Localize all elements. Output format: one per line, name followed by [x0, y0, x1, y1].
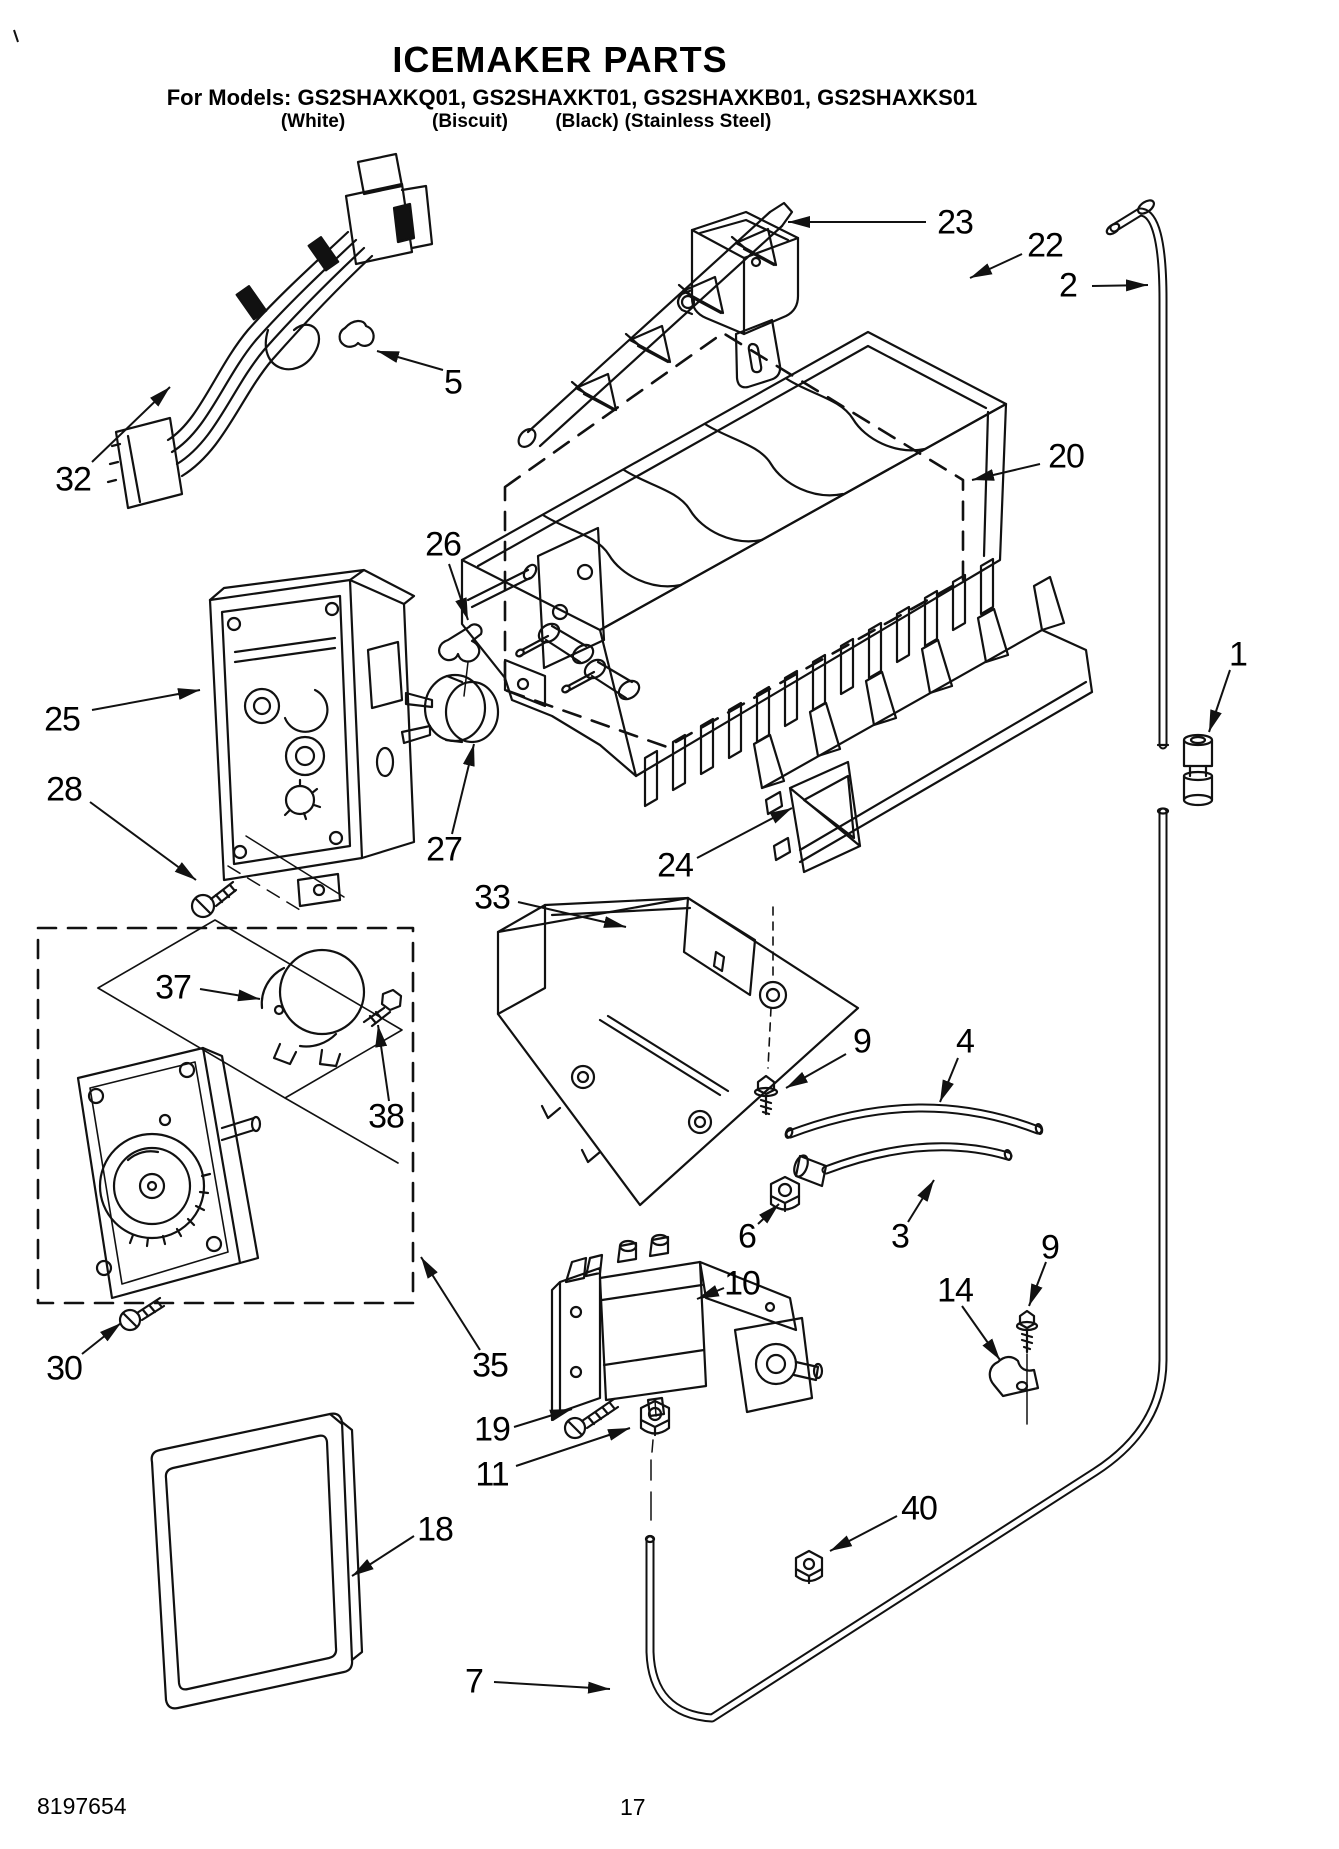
callout-6: 6 — [738, 1217, 757, 1256]
callout-20: 20 — [1048, 437, 1085, 476]
part-32-wiring-harness — [106, 152, 434, 510]
callout-37: 37 — [155, 968, 192, 1007]
part-3-tube — [793, 1142, 1013, 1188]
callout-4: 4 — [956, 1022, 975, 1061]
part-14-clamp — [988, 1355, 1040, 1398]
part-24-stripper — [752, 575, 1094, 874]
page-number: 17 — [620, 1794, 646, 1820]
callout-18: 18 — [417, 1510, 454, 1549]
callout-33: 33 — [474, 878, 511, 917]
part-40-nut — [794, 1549, 824, 1585]
part-27-thermostat — [400, 673, 500, 745]
gearbox-dashed-outline — [36, 926, 415, 1305]
part-37-motor — [260, 948, 366, 1068]
part-35-gearbox — [76, 1046, 262, 1300]
callout-35: 35 — [472, 1346, 509, 1385]
callout-1: 1 — [1229, 635, 1248, 674]
part-25-module — [208, 568, 416, 911]
part-20-ice-mold — [460, 330, 1008, 808]
callout-14: 14 — [937, 1271, 974, 1310]
callout-10: 10 — [724, 1264, 761, 1303]
callout-26: 26 — [425, 525, 462, 564]
callout-24: 24 — [657, 846, 694, 885]
callout-27: 27 — [426, 830, 463, 869]
part-1-coupler — [1182, 733, 1214, 807]
page-title: ICEMAKER PARTS — [392, 39, 728, 80]
part-33-support-plate — [496, 896, 860, 1207]
doc-number: 8197654 — [37, 1793, 127, 1819]
print-artifact — [13, 29, 19, 43]
part-38-screw — [362, 988, 403, 1028]
part-6-nut — [769, 1175, 801, 1213]
part-19-screw — [563, 1397, 620, 1440]
finish-biscuit: (Biscuit) — [432, 111, 508, 132]
callout-9: 9 — [853, 1022, 872, 1061]
part-9-screw — [753, 1074, 779, 1116]
part-18-cover — [150, 1412, 364, 1710]
part-26-clip — [438, 623, 483, 697]
callout-40: 40 — [901, 1489, 938, 1528]
finish-stainless-steel: (Stainless Steel) — [624, 111, 772, 132]
part-23-ejector — [517, 201, 794, 448]
models-line: For Models: GS2SHAXKQ01, GS2SHAXKT01, GS… — [166, 85, 978, 110]
callout-38: 38 — [368, 1097, 405, 1136]
finish-black: (Black) — [555, 111, 619, 132]
callout-23: 23 — [937, 203, 974, 242]
callout-7: 7 — [465, 1662, 484, 1701]
finish-white: (White) — [280, 111, 346, 132]
callout-5: 5 — [444, 363, 463, 402]
callout-22: 22 — [1027, 226, 1064, 265]
callout-30: 30 — [46, 1349, 83, 1388]
projection-plane — [97, 919, 403, 1164]
callout-11: 11 — [475, 1455, 509, 1494]
leader-arrows — [81, 216, 1231, 1694]
part-7-fill-tube — [644, 807, 1170, 1723]
part-30-screw — [118, 1296, 166, 1332]
part-4-tube — [784, 1103, 1044, 1139]
callout-28: 28 — [46, 770, 83, 809]
part-28-screw — [190, 880, 238, 919]
part-10-water-valve — [550, 1233, 824, 1422]
callout-9b: 9 — [1041, 1228, 1060, 1267]
callout-32: 32 — [55, 460, 92, 499]
part-5-harness-clip — [338, 319, 375, 348]
part-11-nut — [639, 1399, 671, 1521]
callout-3: 3 — [891, 1217, 910, 1256]
mold-dashed-outline — [503, 331, 965, 749]
callout-25: 25 — [44, 700, 81, 739]
part-2-fill-tube-upper — [1105, 199, 1170, 750]
callout-19: 19 — [474, 1410, 511, 1449]
callout-2: 2 — [1059, 266, 1078, 305]
part-9-screw-2 — [1015, 1309, 1039, 1425]
